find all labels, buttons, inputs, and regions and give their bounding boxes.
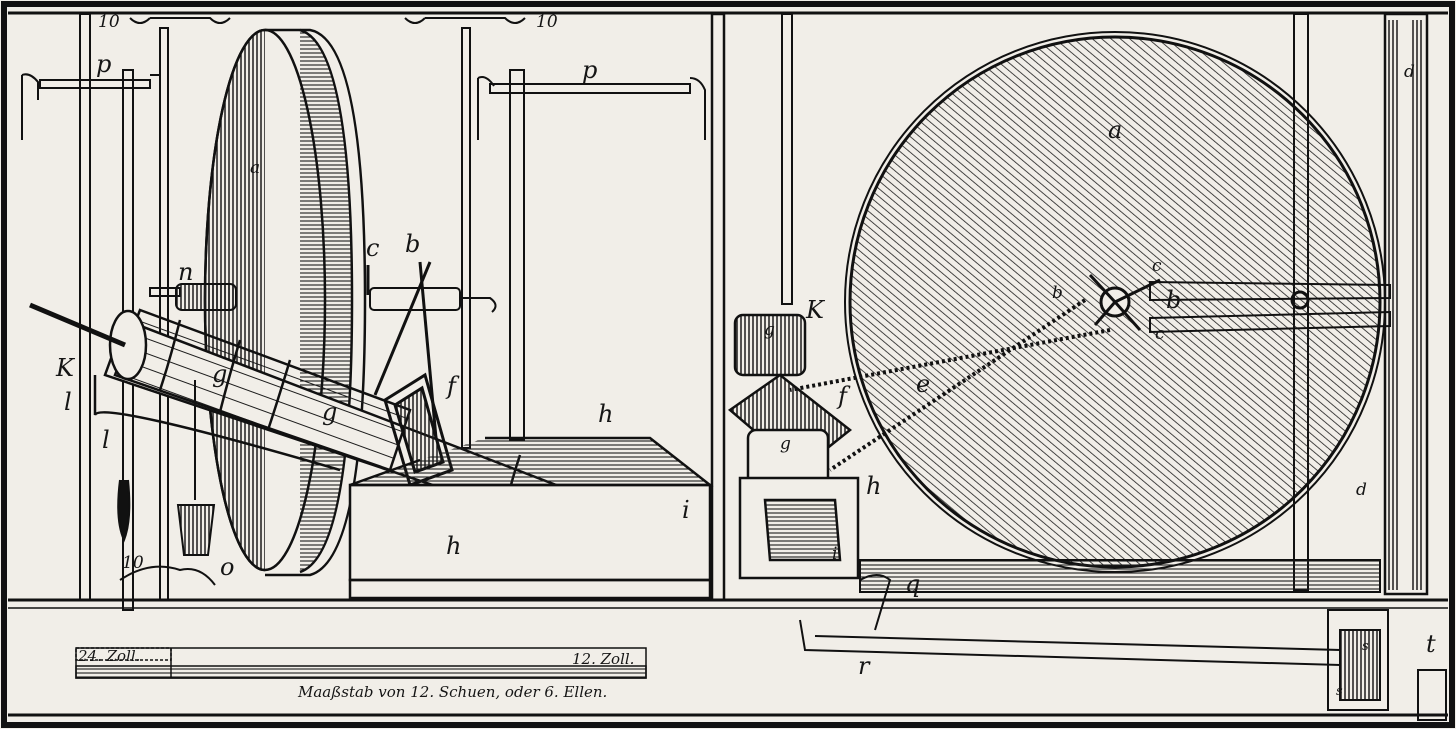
scale-caption: Maaßstab von 12. Schuen, oder 6. Ellen. (298, 683, 608, 701)
label-s-lower: s (1336, 684, 1343, 699)
label-k-left: K (56, 354, 74, 382)
label-t: t (1426, 630, 1436, 658)
scale-bar (75, 647, 647, 679)
drive-ropes (789, 298, 1111, 472)
label-f-left: f (447, 372, 456, 400)
label-b-left: b (405, 230, 421, 258)
scale-left-mark: 24. Zoll. (78, 647, 141, 665)
label-d-bottom: d (1356, 480, 1367, 500)
label-h-bottom: h (446, 532, 462, 560)
floor-beam (799, 559, 1447, 721)
label-10-bottom-left: 10 (122, 553, 144, 573)
scale-right-mark: 12. Zoll. (572, 650, 635, 668)
label-h-right: h (866, 472, 882, 500)
hub-and-spokes (1088, 273, 1391, 334)
n-axle (149, 283, 497, 313)
right-pump-box (727, 313, 860, 580)
label-10-top-right: 10 (536, 12, 558, 32)
label-k-right: K (806, 296, 824, 324)
label-n: n (178, 258, 194, 286)
label-s-upper: s (1362, 639, 1369, 654)
label-i-left: i (682, 496, 690, 524)
label-p-left: p (96, 50, 112, 78)
label-a-big-wheel: a (1108, 116, 1123, 144)
label-a-edge-wheel: a (250, 158, 261, 178)
label-b-hub: b (1052, 283, 1063, 303)
label-g-left-2: g (322, 398, 338, 426)
label-h-top: h (598, 400, 614, 428)
label-g-right-1: g (764, 320, 775, 340)
label-g-right-2: g (780, 434, 791, 454)
label-i-right: i (832, 544, 838, 564)
label-c-right-bot: c (1155, 324, 1165, 344)
label-10-top-left: 10 (98, 12, 120, 32)
label-e: e (916, 370, 931, 398)
label-b-right: b (1166, 286, 1182, 314)
label-d-top: d (1404, 62, 1415, 82)
bucket (117, 380, 216, 586)
top-brackets (21, 17, 706, 140)
label-p-right: p (582, 56, 598, 84)
label-q: q (905, 570, 921, 598)
label-l-upper: l (64, 388, 72, 416)
label-g-left-1: g (212, 360, 228, 388)
label-c-left: c (366, 234, 380, 262)
label-r: r (858, 652, 870, 680)
crank-rod (366, 261, 440, 461)
label-l-lower: l (102, 426, 110, 454)
label-c-right-top: c (1152, 256, 1162, 276)
label-o: o (220, 553, 235, 581)
trough-left (348, 436, 714, 600)
label-f-right: f (838, 382, 847, 410)
